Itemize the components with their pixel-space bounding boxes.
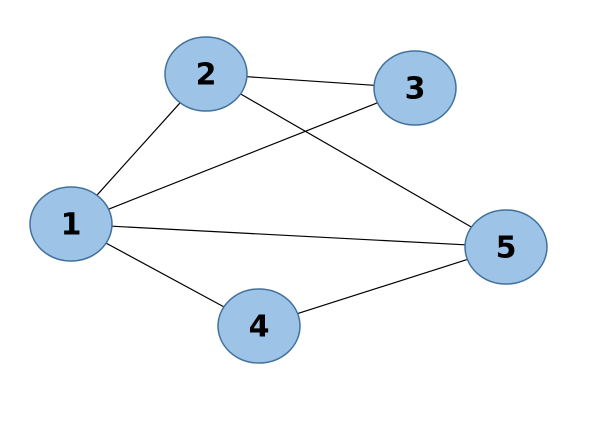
node-4-circle (217, 288, 301, 364)
edge-2-5 (240, 93, 472, 228)
edges-layer (96, 76, 472, 315)
edge-4-5 (297, 258, 468, 315)
node-1-circle (29, 186, 113, 262)
edge-2-3 (246, 76, 375, 86)
edge-1-4 (105, 242, 225, 308)
node-2-label: 2 (196, 58, 217, 93)
node-5-label: 5 (496, 231, 517, 266)
nodes-layer: 1 2 3 4 5 (29, 36, 548, 364)
node-2: 2 (164, 36, 248, 112)
edge-1-3 (108, 102, 378, 210)
node-3-circle (373, 50, 457, 126)
node-3: 3 (373, 50, 457, 126)
edge-1-2 (96, 102, 181, 196)
node-5-circle (464, 209, 548, 285)
node-5: 5 (464, 209, 548, 285)
node-4: 4 (217, 288, 301, 364)
node-1: 1 (29, 186, 113, 262)
node-1-label: 1 (61, 208, 82, 243)
node-4-label: 4 (249, 310, 270, 345)
node-2-circle (164, 36, 248, 112)
edge-1-5 (111, 225, 466, 246)
node-3-label: 3 (405, 72, 426, 107)
